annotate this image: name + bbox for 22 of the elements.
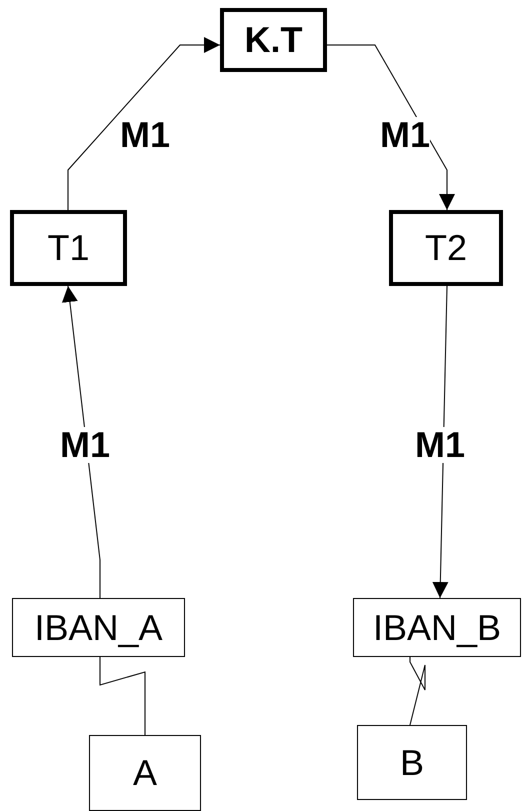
process-box xyxy=(12,598,185,657)
node-label: A xyxy=(132,755,157,791)
connector-line xyxy=(100,656,146,736)
node-label: B xyxy=(400,744,424,780)
arrow xyxy=(62,286,100,598)
connector-line xyxy=(410,656,426,726)
process-box xyxy=(353,598,521,657)
arrow xyxy=(68,37,220,210)
node-label: T2 xyxy=(424,230,467,266)
process-box xyxy=(220,8,327,72)
process-box xyxy=(357,725,467,800)
process-box xyxy=(389,210,503,286)
node-label: IBAN_B xyxy=(372,610,502,646)
node-label: T1 xyxy=(47,230,90,266)
edge-label: M1 xyxy=(60,427,110,463)
arrow xyxy=(326,44,455,210)
node-label: IBAN_A xyxy=(34,610,163,646)
process-box xyxy=(89,735,201,811)
edge-label: M1 xyxy=(415,427,465,463)
arrow xyxy=(432,286,448,598)
process-box xyxy=(10,210,127,286)
node-label: K.T xyxy=(244,22,302,58)
